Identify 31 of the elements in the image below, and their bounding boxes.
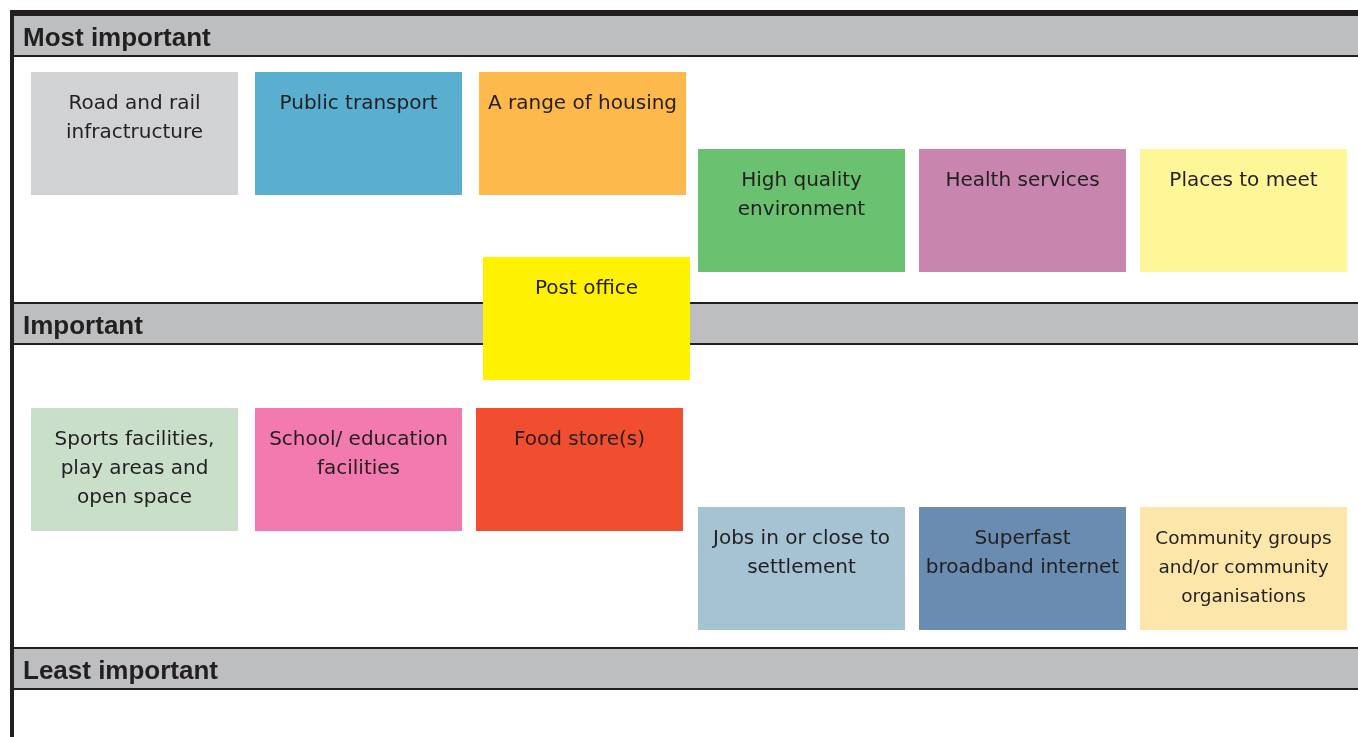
sticky-note <box>31 408 238 531</box>
note-text: School/ education facilities <box>268 425 449 481</box>
note-text: High quality environment <box>736 166 867 222</box>
note-text: A range of housing <box>486 89 679 116</box>
sticky-note <box>483 257 690 380</box>
note-text: Food store(s) <box>513 425 646 452</box>
sticky-note <box>479 72 686 195</box>
note-text: Community groups and/or community organisations <box>1154 526 1333 608</box>
note-text: Road and rail infractructure <box>64 89 205 145</box>
section-heading: Least important <box>23 655 219 686</box>
note-text: Post office <box>533 274 640 301</box>
note-text: Superfast broadband internet <box>925 524 1120 580</box>
section-heading: Most important <box>23 22 211 53</box>
note-text: Jobs in or close to settlement <box>711 524 891 580</box>
note-text: Places to meet <box>1168 166 1319 193</box>
sticky-note <box>31 72 238 195</box>
sticky-note <box>698 507 905 630</box>
note-text: Sports facilities, play areas and open space <box>53 425 216 510</box>
section-header-bar <box>14 647 1358 690</box>
sticky-note <box>255 408 462 531</box>
note-text: Health services <box>944 166 1101 193</box>
sticky-note <box>698 149 905 272</box>
sticky-note <box>476 408 683 531</box>
sticky-note <box>255 72 462 195</box>
sticky-note <box>919 507 1126 630</box>
sticky-note <box>1140 507 1347 630</box>
section-heading: Important <box>23 310 143 341</box>
sticky-note <box>1140 149 1347 272</box>
section-header-bar <box>14 14 1358 57</box>
note-text: Public transport <box>278 89 439 116</box>
sticky-note <box>919 149 1126 272</box>
